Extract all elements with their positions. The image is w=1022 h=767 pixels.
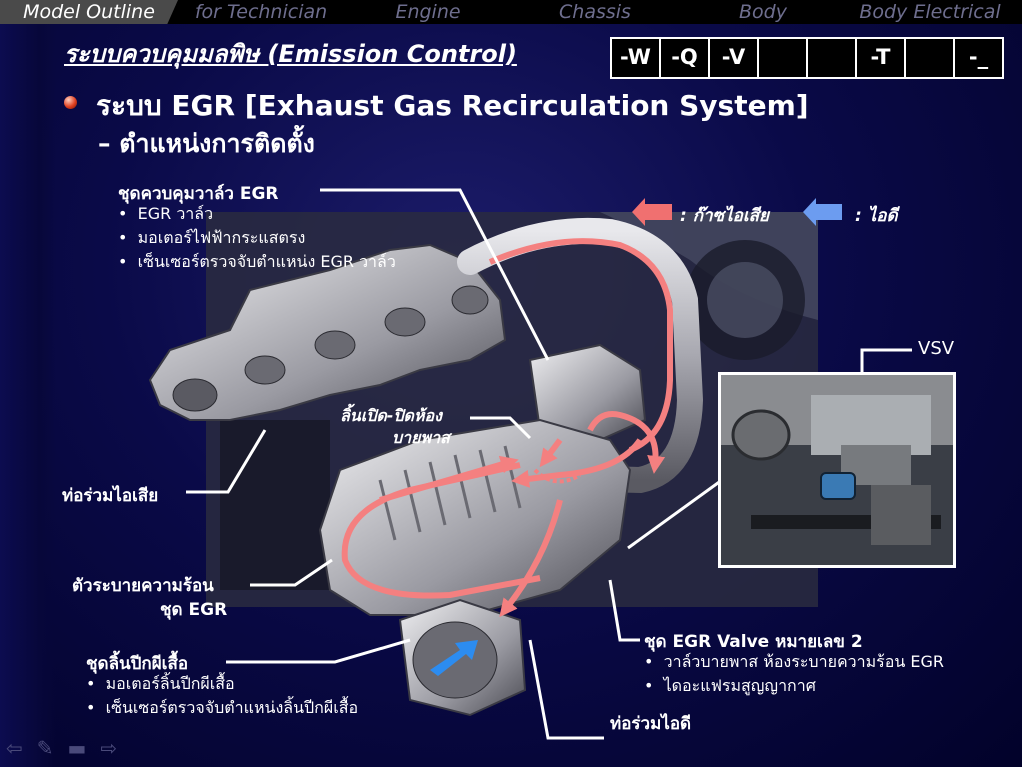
manifold-port (314, 330, 356, 360)
list-item: • มอเตอร์ลิ้นปีกผีเสื้อ (86, 674, 235, 693)
exhaust-legend-arrow-icon (632, 198, 672, 226)
model-code-empty-1[interactable] (757, 37, 808, 79)
list-item: • มอเตอร์ไฟฟ้ากระแสตรง (118, 228, 306, 247)
leader-egr-cooler (250, 558, 333, 587)
exhaust-flow-arrow (533, 468, 582, 484)
bullet-icon (64, 96, 77, 109)
bypass-valve-label-line1: ลิ้นเปิด-ปิดห้อง (340, 406, 442, 425)
top-nav: Model Outline for Technician Engine Chas… (0, 0, 1022, 24)
left-sidebar-gradient (0, 0, 56, 767)
list-item: • เซ็นเซอร์ตรวจจับตำแหน่งลิ้นปีกผีเสื้อ (86, 698, 359, 717)
leader-throttle (226, 638, 411, 664)
manifold-port (451, 285, 489, 315)
exhaust-flow-arrow (488, 238, 673, 453)
car-wheel-rim (707, 262, 783, 338)
vsv-connector (820, 472, 856, 500)
tab-engine[interactable]: Engine (395, 1, 461, 23)
exhaust-flow-arrow (499, 499, 563, 618)
manifold-port (244, 355, 286, 385)
leader-intake-manifold (528, 639, 604, 740)
list-item: • ไดอะแฟรมสูญญากาศ (644, 676, 816, 695)
vsv-inset-drawing (721, 375, 953, 565)
egr-valve-assy-label: ชุดควบคุมวาล์ว EGR (118, 184, 279, 204)
footer-nav: ⇦ ✎ ▬ ⇨ (6, 736, 117, 760)
leader-bypass (470, 416, 532, 440)
egr-valve-no2-label: ชุด EGR Valve หมายเลข 2 (644, 632, 863, 652)
manifold-port (384, 307, 426, 337)
bypass-valve-label-line2: บายพาส (392, 428, 450, 447)
exhaust-manifold-label: ท่อร่วมไอเสีย (62, 486, 159, 506)
model-code-w[interactable]: -W (610, 37, 661, 79)
model-code-strip: -W -Q -V -T -_ (610, 37, 1004, 79)
leader-egr-valve (320, 188, 550, 361)
throttle-assy-list: • มอเตอร์ลิ้นปีกผีเสื้อ • เซ็นเซอร์ตรวจจ… (86, 672, 358, 720)
vsv-label: VSV (918, 338, 955, 359)
inset-flange (731, 409, 791, 461)
list-item: • EGR วาล์ว (118, 204, 214, 223)
intake-flow-arrow-icon (430, 640, 478, 676)
model-code-v[interactable]: -V (708, 37, 759, 79)
egr-pipe (457, 217, 704, 494)
model-code-underscore[interactable]: -_ (953, 37, 1004, 79)
inset-lower-block (871, 485, 931, 545)
leader-egr-valve-no2 (608, 579, 640, 642)
throttle-assy-label: ชุดลิ้นปีกผีเสื้อ (86, 654, 189, 674)
list-item: • เซ็นเซอร์ตรวจจับตำแหน่ง EGR วาล์ว (118, 252, 396, 271)
menu-icon[interactable]: ▬ (67, 736, 87, 760)
engine-dark-block (220, 420, 330, 590)
intake-manifold-label: ท่อร่วมไอดี (610, 714, 692, 734)
egr-valve-assy-list: • EGR วาล์ว • มอเตอร์ไฟฟ้ากระแสตรง • เซ็… (118, 202, 396, 274)
tab-model-outline[interactable]: Model Outline (0, 0, 178, 24)
egr-cooler-body (318, 418, 632, 616)
tab-body[interactable]: Body (739, 1, 787, 23)
intake-legend-arrow-icon (803, 198, 842, 226)
model-code-t[interactable]: -T (855, 37, 906, 79)
section-subheading: – ตำแหน่งการติดตั้ง (98, 129, 315, 158)
egr-cooler-label-line2: ชุด EGR (160, 600, 228, 620)
exhaust-flow-arrow (379, 455, 519, 503)
exhaust-flow-arrow (587, 411, 666, 474)
legend-exhaust-label: : ก๊าซไอเสีย (680, 206, 770, 226)
manifold-port (172, 378, 218, 412)
vsv-inset-photo (718, 372, 956, 568)
pencil-icon[interactable]: ✎ (36, 736, 54, 760)
egr-cooler-label-line1: ตัวระบายความร้อน (72, 576, 214, 596)
leader-exhaust-manifold (186, 429, 267, 494)
legend-intake-label: : ไอดี (855, 206, 898, 226)
list-item: • วาล์วบายพาส ห้องระบายความร้อน EGR (644, 652, 945, 671)
arrow-right-icon[interactable]: ⇨ (100, 736, 118, 760)
section-heading: ระบบ EGR [Exhaust Gas Recirculation Syst… (96, 89, 809, 122)
exhaust-flow-arrow (511, 438, 643, 488)
exhaust-flow-arrow (539, 438, 563, 468)
arrow-left-icon[interactable]: ⇦ (6, 736, 23, 760)
tab-chassis[interactable]: Chassis (559, 1, 631, 23)
tab-for-technician[interactable]: for Technician (194, 1, 328, 23)
model-code-q[interactable]: -Q (659, 37, 710, 79)
leader-inset (627, 478, 723, 550)
egr-valve-no2-list: • วาล์วบายพาส ห้องระบายความร้อน EGR • ได… (644, 650, 944, 698)
system-title: ระบบควบคุมมลพิษ (Emission Control) (64, 40, 517, 68)
exhaust-flow-arrow (341, 462, 541, 599)
tab-body-electrical[interactable]: Body Electrical (859, 1, 1001, 23)
